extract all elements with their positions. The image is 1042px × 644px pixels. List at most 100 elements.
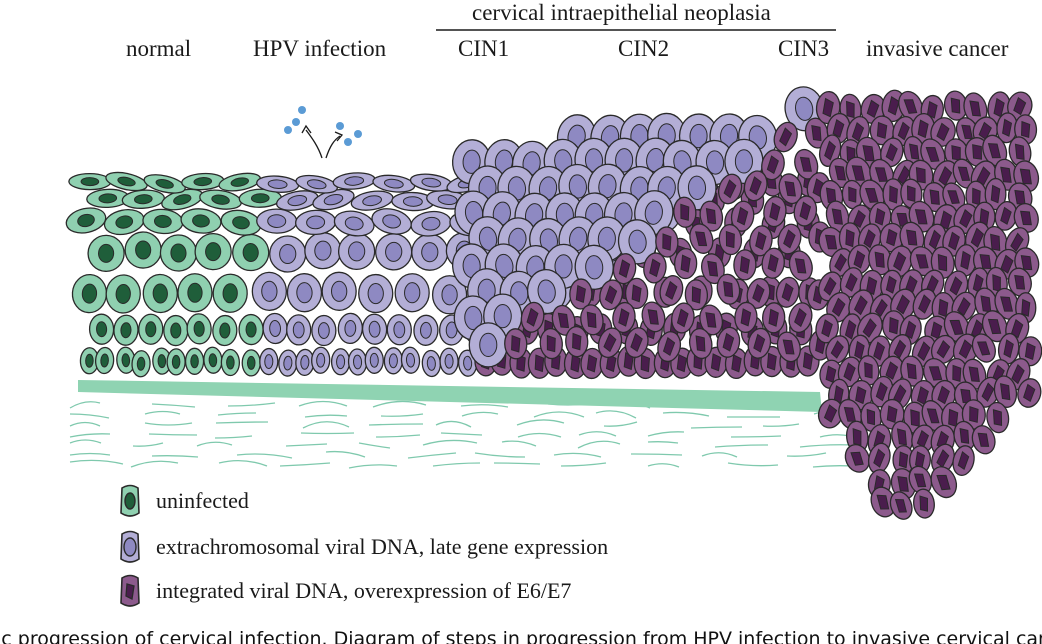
nucleus — [990, 233, 1001, 251]
nucleus — [157, 354, 167, 369]
nucleus — [385, 241, 403, 262]
nucleus — [348, 241, 366, 262]
uninfected-cell — [186, 313, 212, 345]
nucleus — [344, 176, 365, 186]
nucleus — [875, 381, 888, 402]
nucleus — [977, 432, 990, 447]
episomal-cell — [311, 346, 331, 374]
nucleus — [947, 190, 960, 204]
nucleus — [287, 195, 308, 207]
nucleus — [969, 405, 979, 423]
episomal-cell — [347, 348, 368, 376]
stage-label-invasive-cancer: invasive cancer — [866, 36, 1009, 61]
integrated-cell — [982, 134, 1008, 167]
virion-release — [284, 106, 362, 159]
nucleus — [283, 355, 293, 371]
integrated-cell — [952, 445, 975, 476]
nucleus — [444, 353, 454, 369]
nucleus — [153, 214, 172, 228]
nucleus — [976, 341, 991, 356]
uninfected-cell — [143, 174, 186, 194]
integrated-cell — [794, 148, 819, 180]
nucleus — [695, 335, 706, 352]
uninfected-cell — [218, 172, 262, 192]
nucleus — [893, 251, 907, 272]
nucleus — [938, 298, 949, 318]
episomal-cell — [269, 235, 307, 273]
nucleus — [680, 203, 690, 221]
uninfected-cell — [86, 188, 130, 209]
nucleus — [689, 123, 708, 149]
nucleus — [420, 321, 432, 339]
integrated-cell — [804, 117, 829, 149]
uninfected-cell — [113, 314, 139, 346]
nucleus — [115, 283, 131, 304]
episomal-cell — [337, 312, 363, 345]
integrated-cell — [599, 279, 624, 311]
nucleus — [885, 275, 897, 294]
nucleus — [190, 354, 199, 369]
virion-dot — [344, 138, 352, 146]
nucleus — [193, 320, 205, 337]
nucleus — [618, 259, 631, 278]
nucleus — [317, 322, 330, 339]
uninfected-cell — [212, 273, 248, 313]
integrated-cell — [718, 223, 743, 256]
uninfected-cell — [79, 347, 100, 375]
nucleus — [586, 354, 598, 373]
integrated-cell — [900, 178, 923, 209]
episomal-cell — [278, 349, 298, 377]
nucleus — [316, 352, 326, 368]
nucleus — [767, 253, 779, 273]
integrated-cell — [845, 420, 869, 454]
nucleus — [211, 194, 230, 205]
nucleus — [853, 209, 866, 229]
integrated-cell — [847, 244, 872, 275]
nucleus — [344, 319, 357, 337]
stroma-fiber — [69, 419, 800, 429]
nucleus — [834, 253, 847, 272]
nucleus — [640, 354, 650, 373]
nucleus — [331, 280, 348, 302]
stroma-fiber — [69, 459, 854, 469]
uninfected-cell — [71, 273, 108, 314]
nucleus — [876, 121, 888, 139]
nucleus — [862, 318, 877, 338]
legend-swatch-uninfected — [120, 484, 140, 517]
nucleus — [1000, 296, 1014, 312]
nucleus — [952, 364, 962, 382]
episomal-cell — [295, 174, 339, 194]
integrated-cell — [961, 399, 986, 430]
integrated-cell — [908, 465, 933, 495]
nucleus — [421, 177, 442, 188]
integrated-cell — [1007, 267, 1032, 297]
integrated-cell — [673, 247, 698, 280]
nucleus — [936, 474, 951, 491]
nucleus — [811, 124, 822, 142]
nucleus — [242, 243, 259, 263]
nucleus — [851, 165, 865, 181]
nucleus — [1021, 120, 1031, 139]
nucleus — [1000, 166, 1012, 183]
nucleus — [782, 339, 795, 355]
nucleus — [896, 294, 910, 315]
nucleus — [987, 318, 1002, 335]
episomal-cell — [350, 190, 394, 211]
nucleus — [694, 231, 708, 247]
episomal-cell — [364, 346, 384, 374]
episomal-cell — [372, 174, 416, 193]
nucleus — [740, 308, 752, 327]
nucleus — [898, 451, 909, 469]
nucleus — [723, 281, 734, 298]
nucleus — [80, 177, 100, 187]
episomal-cell — [371, 208, 412, 235]
nucleus — [873, 341, 886, 361]
nucleus — [171, 354, 181, 369]
nucleus — [929, 189, 940, 205]
stroma-fiber — [69, 450, 827, 459]
integrated-cell — [870, 486, 896, 518]
integrated-cell — [643, 252, 667, 284]
nucleus — [876, 494, 890, 510]
integrated-cell — [971, 425, 996, 455]
nucleus — [1023, 383, 1036, 403]
